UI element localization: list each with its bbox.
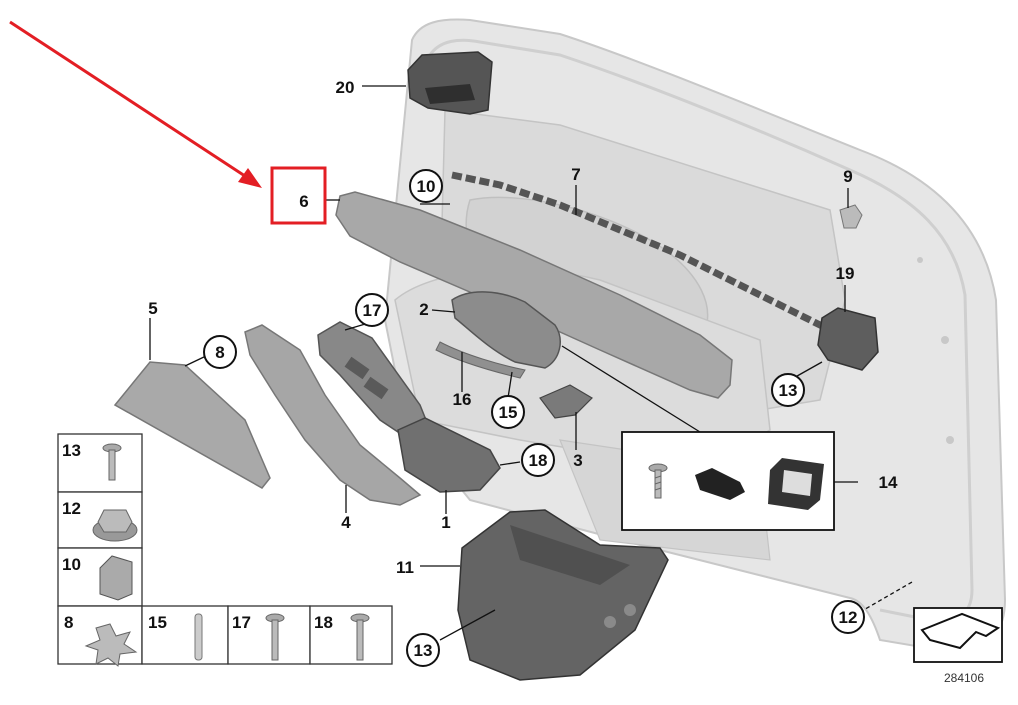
part-11-shape — [457, 509, 669, 681]
callout-6: 6 — [299, 192, 308, 211]
callout-11: 11 — [396, 558, 414, 577]
legend-clip-10-icon — [99, 555, 133, 601]
part-4-shape — [244, 324, 422, 506]
part-20-shape — [407, 51, 493, 115]
legend-label-12: 12 — [62, 499, 81, 518]
callout-10: 10 — [417, 177, 436, 196]
reference-number: 284106 — [944, 671, 984, 685]
legend-label-17: 17 — [232, 613, 251, 632]
callout-3: 3 — [573, 451, 582, 470]
callout-15: 15 — [499, 403, 518, 422]
callout-13-bottom: 13 — [414, 641, 433, 660]
callout-1: 1 — [441, 513, 450, 532]
part-3-shape — [539, 384, 593, 419]
callouts: 20 6 10 7 9 19 13 2 17 5 8 16 15 3 18 4 … — [148, 78, 898, 667]
leader-lines — [149, 85, 913, 641]
legend-label-13: 13 — [62, 441, 81, 460]
legend-label-18: 18 — [314, 613, 333, 632]
callout-18: 18 — [529, 451, 548, 470]
direction-arrow-icon — [920, 612, 1001, 650]
callout-9: 9 — [843, 167, 852, 186]
callout-19: 19 — [836, 264, 855, 283]
legend-label-8: 8 — [64, 613, 73, 632]
legend-screw-18-icon — [350, 613, 370, 661]
highlight-arrow — [9, 20, 262, 188]
callout-5: 5 — [148, 299, 157, 318]
grommet-icon — [768, 458, 824, 510]
highlight-box-6 — [270, 166, 327, 225]
part-7-shape — [451, 171, 842, 339]
screw-icon — [648, 463, 668, 499]
callout-8: 8 — [215, 343, 224, 362]
legend-label-15: 15 — [148, 613, 167, 632]
legend-nut-12-icon — [92, 509, 138, 542]
fastener-legend: 13 12 10 8 15 17 18 — [57, 433, 393, 667]
part-6-shape — [335, 191, 733, 399]
part-5-shape — [113, 361, 271, 489]
legend-screw-13-icon — [102, 443, 122, 481]
callout-14: 14 — [879, 473, 898, 492]
callout-16: 16 — [453, 390, 472, 409]
callout-20: 20 — [336, 78, 355, 97]
callout-2: 2 — [419, 300, 428, 319]
part-9-shape — [839, 204, 863, 229]
legend-washer-8-icon — [84, 623, 138, 667]
callout-12: 12 — [839, 608, 858, 627]
part-1-shape — [397, 417, 501, 493]
legend-screw-17-icon — [265, 613, 285, 661]
callout-17: 17 — [363, 301, 382, 320]
callout-13-right: 13 — [779, 381, 798, 400]
part-2-shape — [451, 291, 561, 369]
callout-4: 4 — [341, 513, 351, 532]
clip-icon — [695, 468, 745, 500]
legend-pin-15-icon — [194, 613, 203, 661]
callout-7: 7 — [571, 165, 580, 184]
legend-label-10: 10 — [62, 555, 81, 574]
direction-indicator — [913, 607, 1003, 663]
part-16-shape — [435, 341, 526, 379]
part-19-shape — [817, 307, 879, 371]
